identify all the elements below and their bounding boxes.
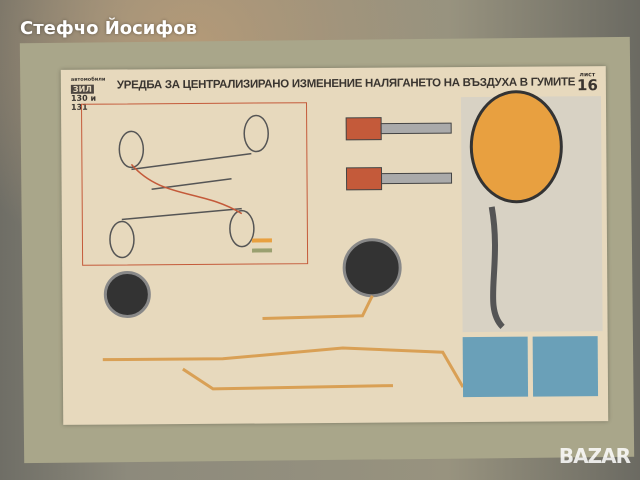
chassis-drawing: [109, 114, 269, 259]
bazar-logo: BAZAR: [558, 444, 631, 468]
legend-swatch-green: [252, 248, 273, 253]
poster: автомобили ЗИЛ 130 и 131 УРЕДБА ЗА ЦЕНТР…: [60, 66, 609, 425]
technical-drawings: [102, 90, 603, 398]
detail-left: [462, 336, 529, 398]
gauge-left: [103, 270, 151, 318]
air-pipes: [102, 295, 465, 391]
author-watermark: Стефчо Йосифов: [20, 18, 198, 39]
detail-right: [532, 336, 599, 397]
gauge-center: [342, 238, 402, 298]
legend-swatch-orange: [251, 238, 272, 243]
tire-orange: [469, 90, 563, 204]
valve-drawings: [345, 117, 453, 191]
